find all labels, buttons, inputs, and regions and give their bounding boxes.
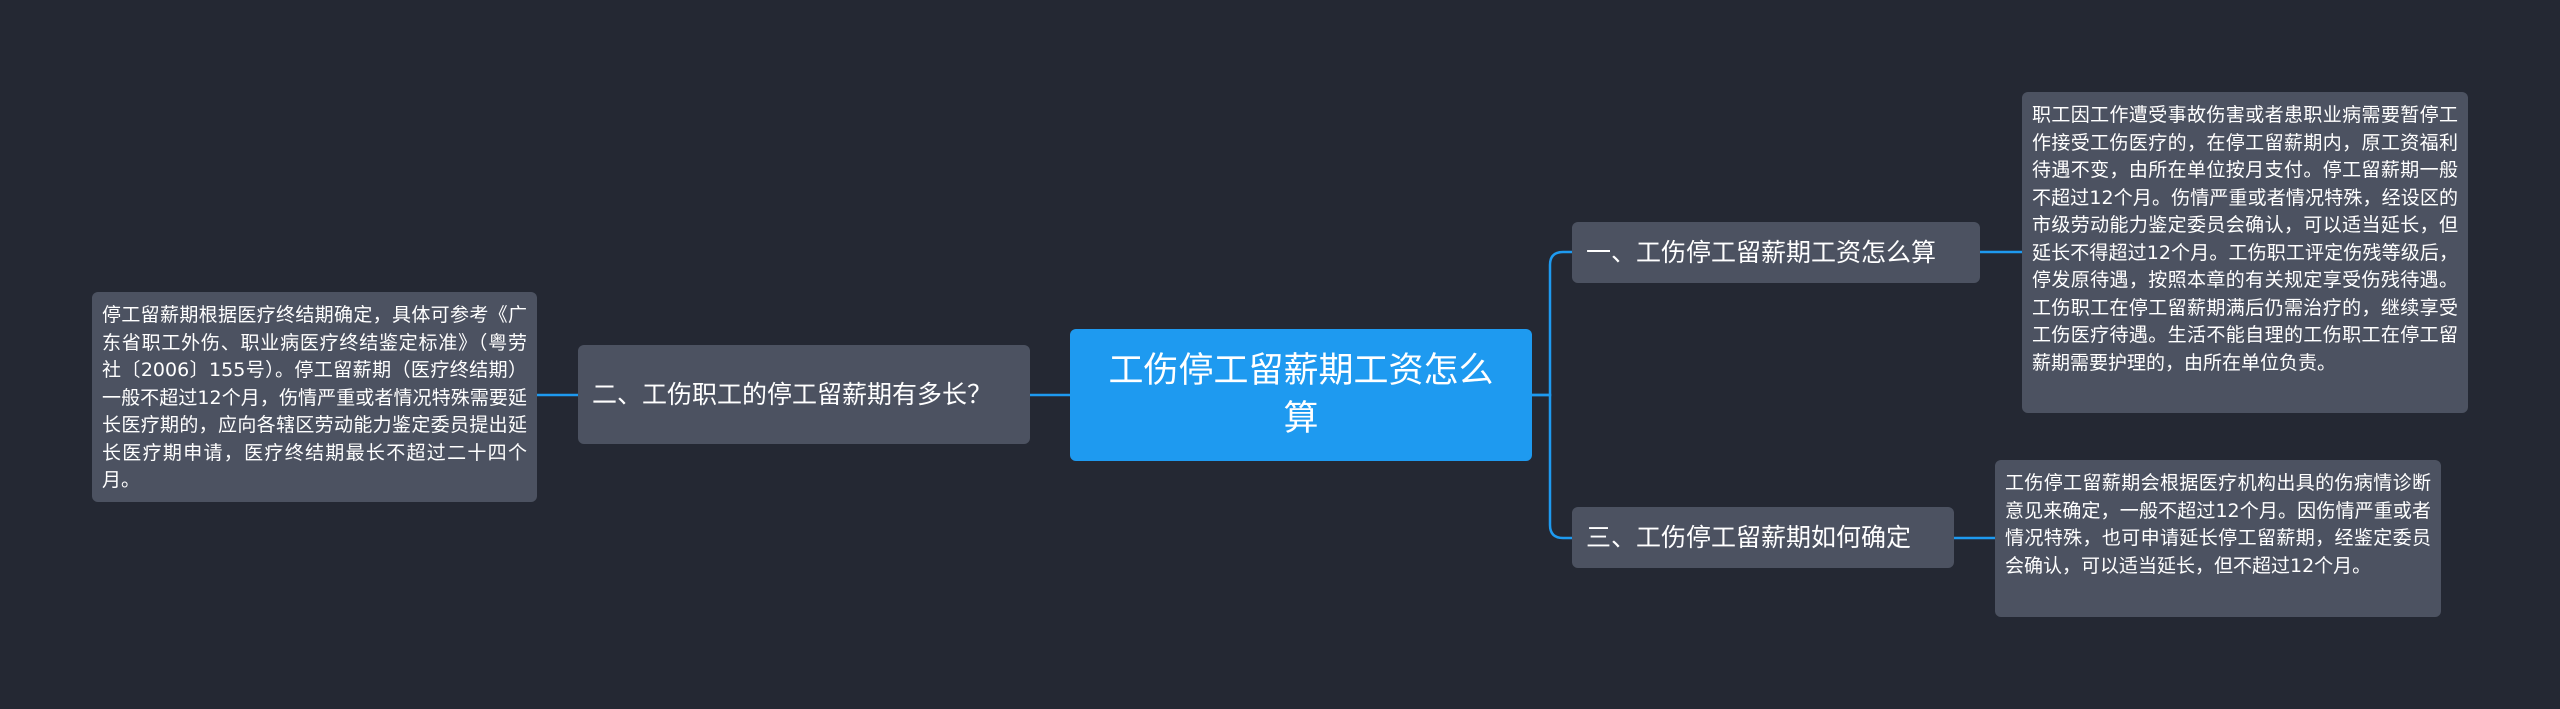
detail-node-leave-determination[interactable]: 工伤停工留薪期会根据医疗机构出具的伤病情诊断意见来确定，一般不超过12个月。因伤… [1995,460,2441,617]
branch-node-salary-calculation[interactable]: 一、工伤停工留薪期工资怎么算 [1572,222,1980,283]
root-title: 工伤停工留薪期工资怎么算 [1108,351,1494,439]
detail-text: 停工留薪期根据医疗终结期确定，具体可参考《广东省职工外伤、职业病医疗终结鉴定标准… [102,304,527,491]
branch-label: 二、工伤职工的停工留薪期有多长？ [592,379,993,409]
branch-node-leave-duration[interactable]: 二、工伤职工的停工留薪期有多长？ [578,345,1030,444]
branch-node-leave-determination[interactable]: 三、工伤停工留薪期如何确定 [1572,507,1954,568]
connector-root-branch-3 [1532,393,1572,540]
branch-label: 一、工伤停工留薪期工资怎么算 [1586,237,1937,267]
detail-text: 职工因工作遭受事故伤害或者患职业病需要暂停工作接受工伤医疗的，在停工留薪期内，原… [2032,104,2458,374]
detail-text: 工伤停工留薪期会根据医疗机构出具的伤病情诊断意见来确定，一般不超过12个月。因伤… [2005,472,2431,577]
root-node[interactable]: 工伤停工留薪期工资怎么算 [1070,329,1532,461]
detail-node-salary-calculation[interactable]: 职工因工作遭受事故伤害或者患职业病需要暂停工作接受工伤医疗的，在停工留薪期内，原… [2022,92,2468,413]
connector-root-branch-1 [1532,250,1572,397]
branch-label: 三、工伤停工留薪期如何确定 [1586,522,1912,552]
detail-node-leave-duration[interactable]: 停工留薪期根据医疗终结期确定，具体可参考《广东省职工外伤、职业病医疗终结鉴定标准… [92,292,537,502]
